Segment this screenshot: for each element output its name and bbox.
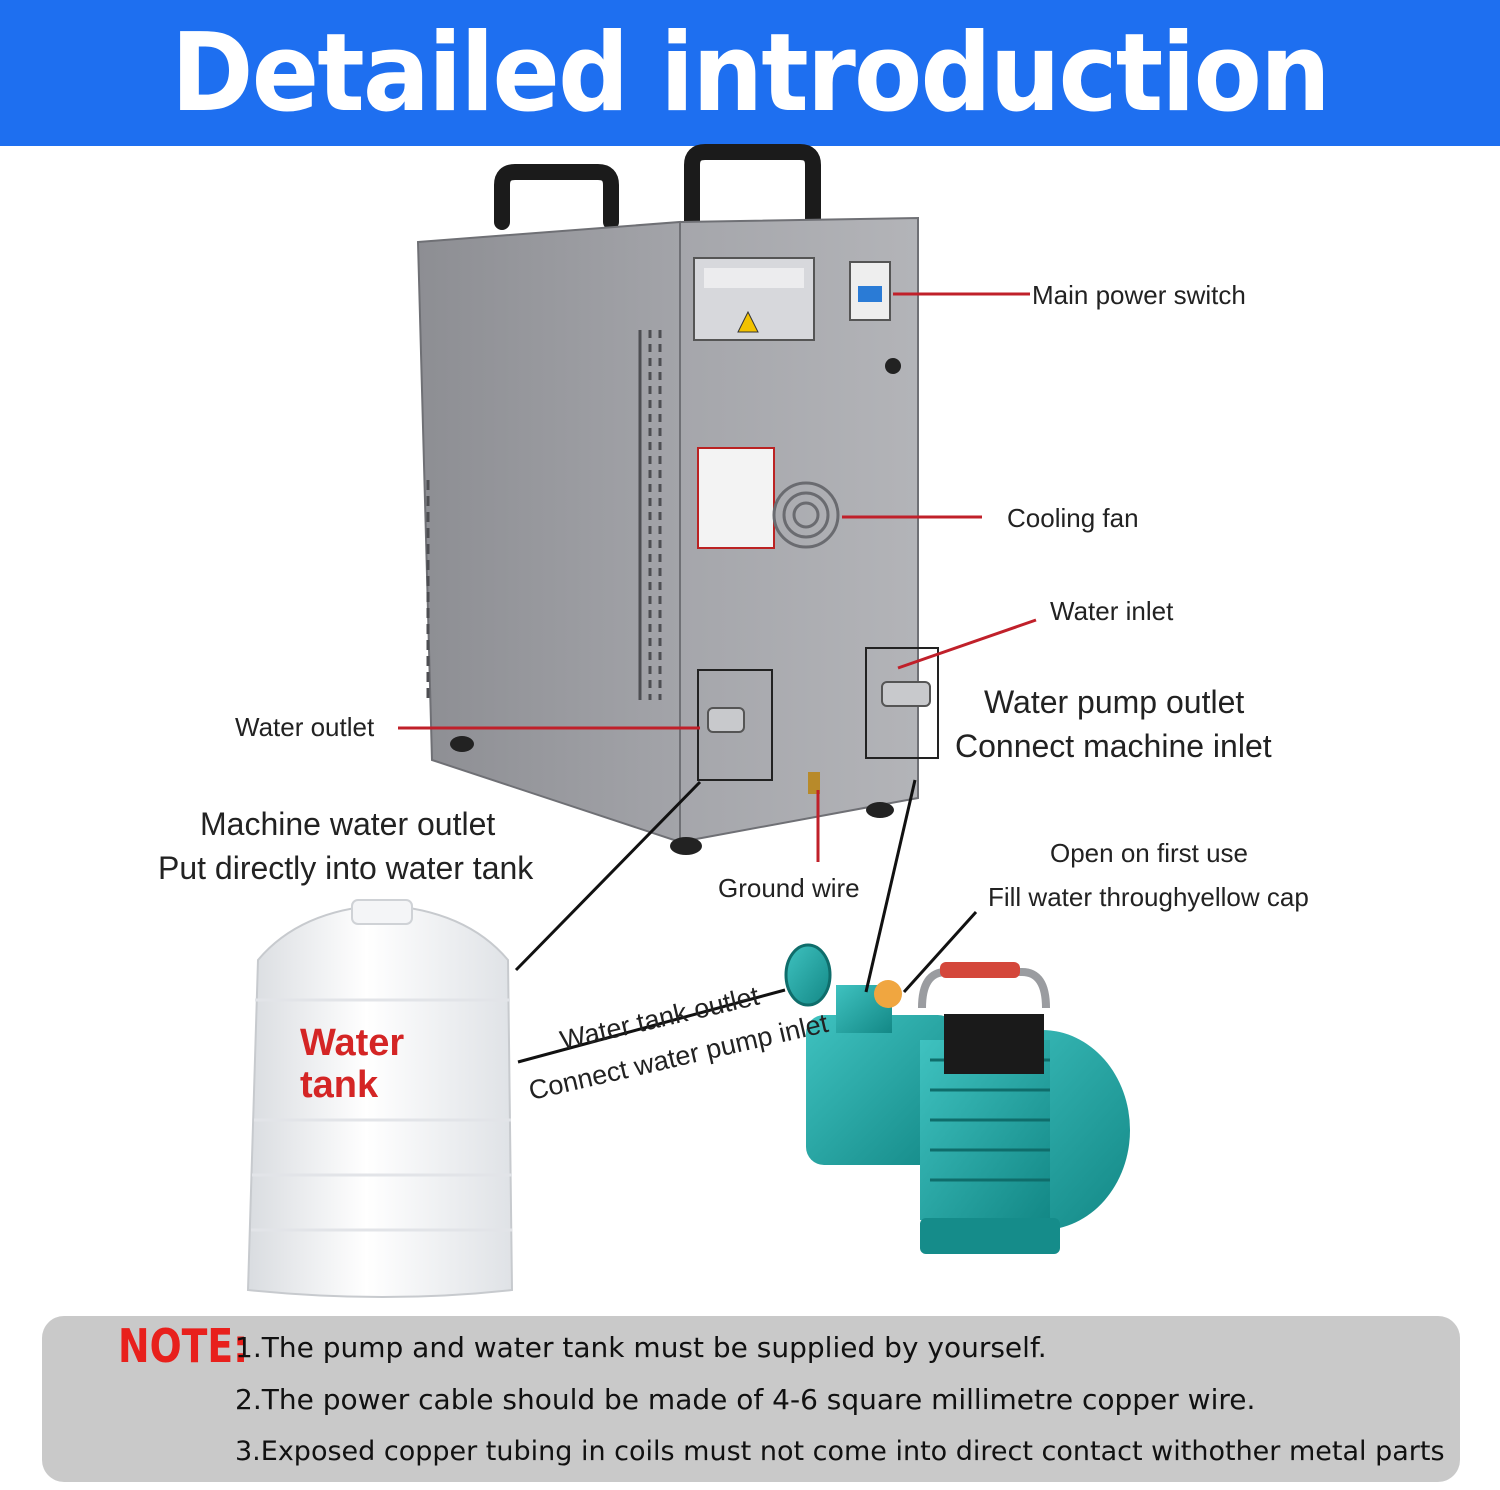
note-line-1: 1.The pump and water tank must be suppli… [235,1331,1047,1364]
warning-sticker-icon [737,310,759,333]
label-water-pump-outlet: Water pump outlet [984,684,1245,720]
inlet-frame [865,647,939,759]
header-banner [0,0,1500,146]
label-water-outlet: Water outlet [235,712,375,742]
label-fill-water: Fill water throughyellow cap [988,882,1309,912]
outlet-frame [697,669,773,781]
callout-lines [398,292,1037,1064]
water-pump-illustration [784,943,1130,1254]
note-line-3: 3.Exposed copper tubing in coils must no… [235,1436,1445,1467]
label-put-directly: Put directly into water tank [158,850,534,886]
inlet-fitting [881,681,931,707]
cooling-fan-grille [772,481,840,549]
label-connect-machine-inlet: Connect machine inlet [955,728,1272,764]
spec-label [697,447,775,549]
water-tank-illustration [246,899,514,1298]
label-ground-wire: Ground wire [718,873,860,903]
machine-handles [494,144,821,230]
water-tank-label: Water tank [300,1022,404,1106]
label-machine-water-outlet: Machine water outlet [200,806,496,842]
yellow-fill-cap [874,980,902,1008]
vent-slots [426,330,662,700]
indicator-knob [885,358,901,374]
note-line-2: 2.The power cable should be made of 4-6 … [235,1383,1256,1416]
note-label: NOTE: [118,1319,249,1373]
machine-body [416,216,939,855]
label-main-power-switch: Main power switch [1032,280,1246,310]
ground-terminal [808,772,820,794]
label-water-inlet: Water inlet [1050,596,1174,626]
note-panel [42,1316,1460,1482]
outlet-fitting [707,707,745,733]
water-tank-label-line1: Water [300,1022,405,1064]
pump-terminal-box [944,1014,1044,1074]
label-cooling-fan: Cooling fan [1007,503,1139,533]
water-tank-label-line2: tank [300,1064,379,1106]
page-title: Detailed introduction [171,11,1331,136]
label-open-first-use: Open on first use [1050,838,1248,868]
